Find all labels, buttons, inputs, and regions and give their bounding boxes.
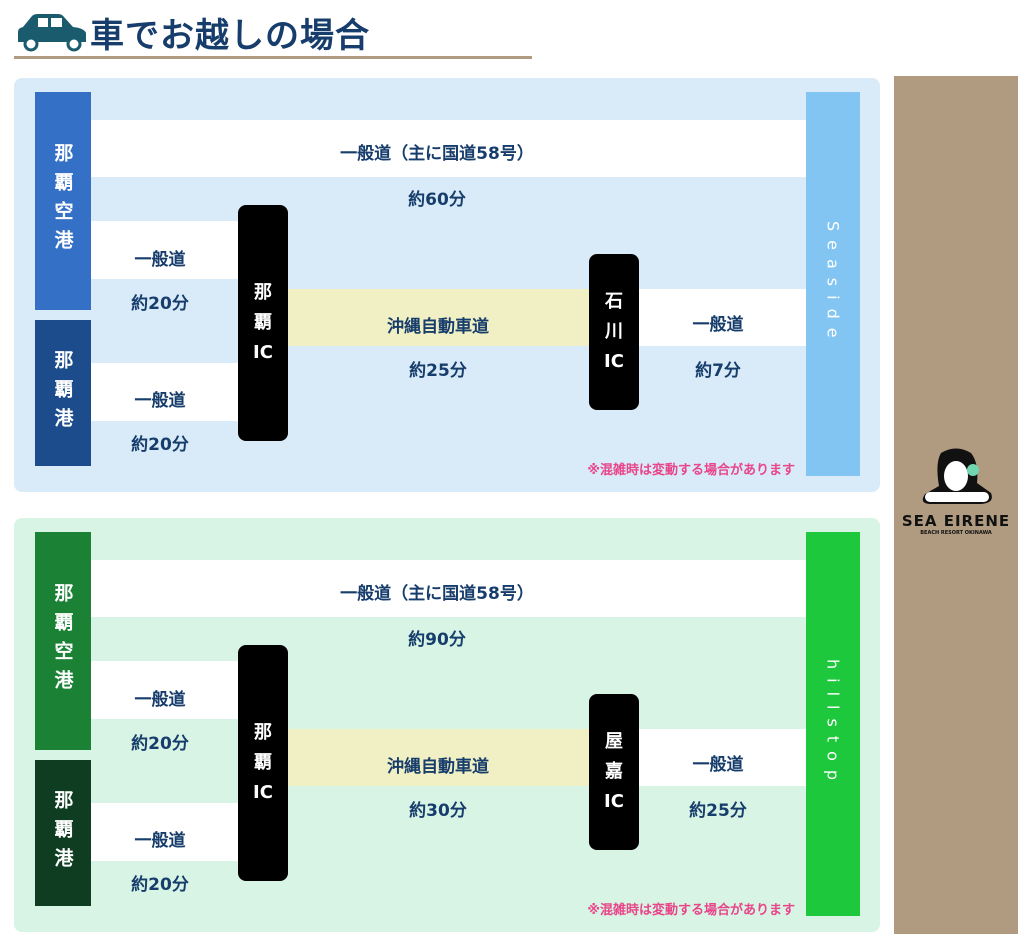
- time-airport-label: 約20分: [131, 294, 189, 314]
- route-airport-label: 一般道: [134, 690, 186, 710]
- destination-bar: hillstop: [806, 532, 860, 916]
- interchange-label: IC: [604, 791, 624, 812]
- expressway-band: [288, 289, 590, 346]
- road-band-last: [638, 729, 806, 786]
- time-airport-label: 約20分: [131, 734, 189, 754]
- expressway-band: [288, 729, 590, 786]
- road-band-airport: [91, 221, 238, 279]
- road-band-main: [91, 120, 806, 177]
- car-icon: [14, 12, 88, 56]
- interchange-label: 石: [605, 291, 623, 312]
- interchange-label: 嘉: [605, 761, 623, 782]
- route-airport-label: 一般道: [134, 250, 186, 270]
- time-port-label: 約20分: [131, 435, 189, 455]
- congestion-note: ※混雑時は変動する場合があります: [587, 903, 795, 918]
- time-port-label: 約20分: [131, 875, 189, 895]
- interchange-label: IC: [253, 342, 273, 363]
- interchange-ic1: 那覇 IC: [238, 205, 288, 441]
- route-port-label: 一般道: [134, 831, 186, 851]
- interchange-label: IC: [253, 782, 273, 803]
- girl-illustration-icon: [922, 448, 992, 504]
- time-main-label: 約60分: [408, 190, 466, 210]
- road-band-port: [91, 363, 238, 421]
- route-main-label: 一般道（主に国道58号）: [340, 584, 534, 604]
- route-main-label: 一般道（主に国道58号）: [340, 144, 534, 164]
- interchange-label: 屋: [605, 731, 623, 752]
- route-port-label: 一般道: [134, 391, 186, 411]
- road-band-port: [91, 803, 238, 861]
- time-last-label: 約7分: [695, 361, 741, 381]
- interchange-label: 川: [605, 321, 623, 342]
- route-exp-label: 沖縄自動車道: [387, 757, 489, 777]
- interchange-label: 覇: [254, 312, 272, 333]
- title-underline: [14, 56, 532, 59]
- route-exp-label: 沖縄自動車道: [387, 317, 489, 337]
- interchange-label: IC: [604, 351, 624, 372]
- route-last-label: 一般道: [692, 315, 744, 335]
- road-band-airport: [91, 661, 238, 719]
- page-title: 車でお越しの場合: [90, 16, 370, 56]
- origin-airport: 那覇空港: [35, 532, 91, 750]
- interchange-label: 覇: [254, 752, 272, 773]
- brand-sidebar: SEA EIRENE BEACH RESORT OKINAWA: [894, 76, 1018, 934]
- congestion-note: ※混雑時は変動する場合があります: [587, 463, 795, 478]
- origin-port: 那覇港: [35, 320, 91, 466]
- road-band-last: [638, 289, 806, 346]
- interchange-label: 那: [254, 722, 272, 743]
- interchange-ic2: 石川 IC: [589, 254, 639, 410]
- time-last-label: 約25分: [689, 801, 747, 821]
- interchange-ic1: 那覇 IC: [238, 645, 288, 881]
- road-band-main: [91, 560, 806, 617]
- brand-name: SEA EIRENE: [901, 512, 1011, 530]
- origin-port: 那覇港: [35, 760, 91, 906]
- brand-tagline: BEACH RESORT OKINAWA: [920, 530, 992, 536]
- time-main-label: 約90分: [408, 630, 466, 650]
- interchange-label: 那: [254, 282, 272, 303]
- destination-bar: Seaside: [806, 92, 860, 476]
- time-exp-label: 約25分: [409, 361, 467, 381]
- origin-airport: 那覇空港: [35, 92, 91, 310]
- time-exp-label: 約30分: [409, 801, 467, 821]
- route-last-label: 一般道: [692, 755, 744, 775]
- interchange-ic2: 屋嘉 IC: [589, 694, 639, 850]
- brand-logo: SEA EIRENE BEACH RESORT OKINAWA: [894, 448, 1018, 536]
